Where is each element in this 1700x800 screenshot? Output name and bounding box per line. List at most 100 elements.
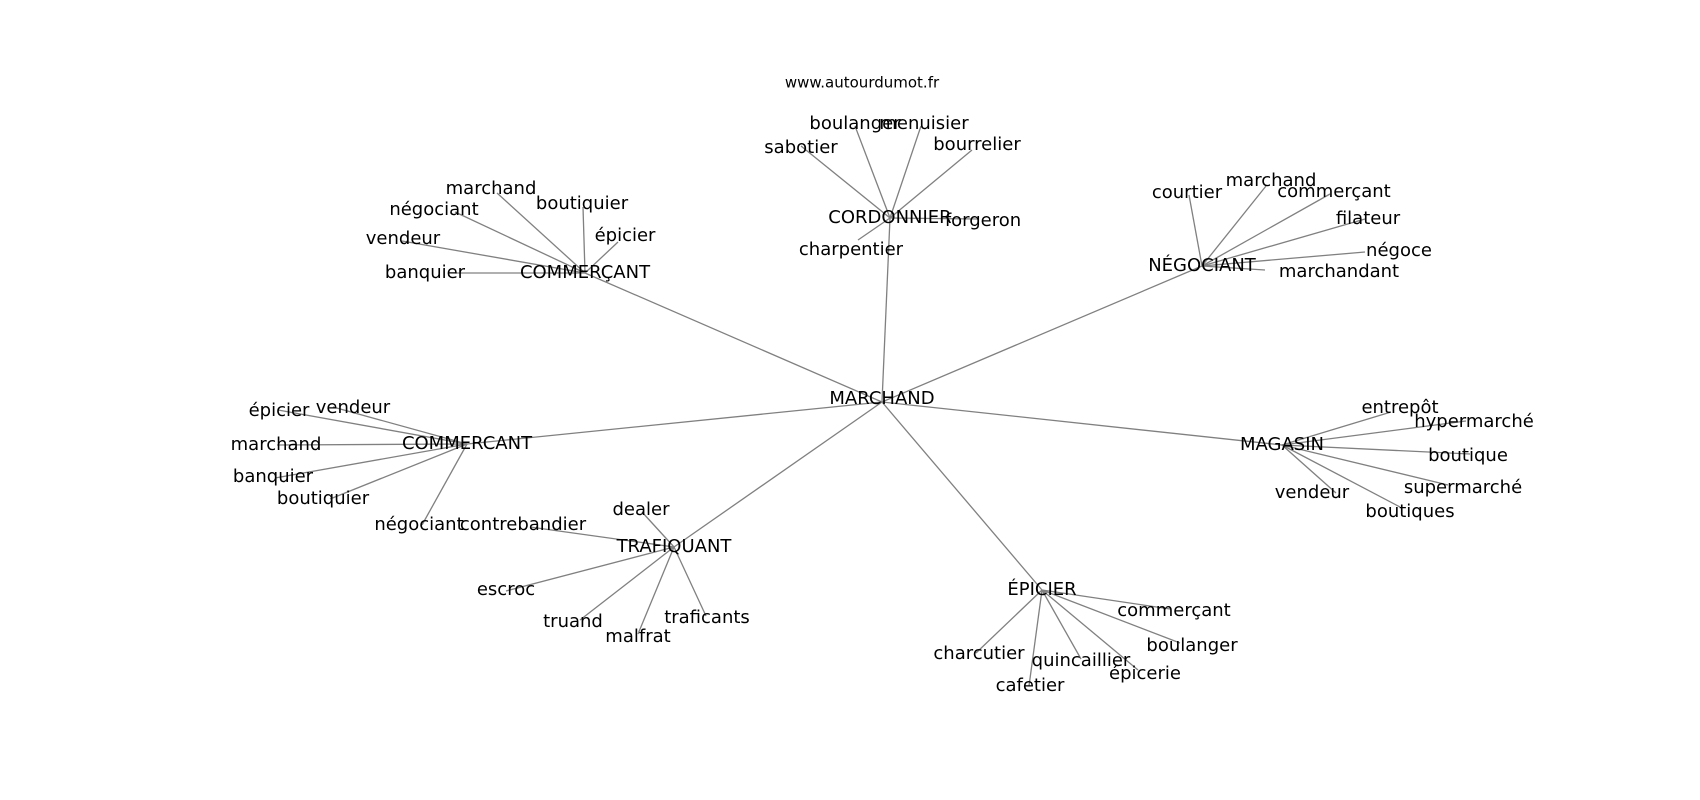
edge-cluster-to-leaf [401, 240, 586, 274]
edge-cluster-to-leaf [1201, 218, 1366, 267]
source-watermark: www.autourdumot.fr [785, 74, 940, 92]
edge-root-to-cluster [881, 217, 891, 403]
cluster-node-label: COMMERÇANT [520, 262, 651, 283]
edge-cluster-to-leaf [579, 546, 675, 621]
edge-cluster-to-leaf [975, 589, 1043, 654]
leaf-node-label: boutiquier [277, 488, 370, 509]
leaf-node-label: épicier [249, 400, 310, 421]
edge-cluster-to-leaf [584, 241, 619, 274]
edge-root-to-cluster [881, 265, 1203, 403]
leaf-node-label: marchand [446, 178, 537, 199]
cluster-node-label: NÉGOCIANT [1148, 254, 1257, 276]
leaf-node-label: épicerie [1109, 663, 1181, 684]
leaf-node-label: boulanger [809, 113, 901, 134]
edge-cluster-to-leaf [277, 409, 468, 445]
edge-cluster-to-leaf [274, 443, 468, 479]
edge-cluster-to-leaf [1201, 251, 1366, 267]
leaf-node-label: hypermarché [1414, 411, 1534, 432]
edge-cluster-to-leaf [673, 546, 707, 617]
edge-cluster-to-leaf [1281, 444, 1337, 494]
cluster-node-label: MAGASIN [1240, 434, 1324, 455]
edge-cluster-to-leaf [889, 149, 973, 219]
leaf-node-label: commerçant [1277, 181, 1390, 202]
edge-cluster-to-leaf [637, 546, 675, 635]
cluster-node-label: COMMERCANT [402, 433, 533, 454]
leaf-node-label: charpentier [799, 239, 904, 260]
leaf-node-label: marchand [231, 434, 322, 455]
leaf-node-label: vendeur [366, 228, 441, 249]
leaf-node-label: cafetier [996, 675, 1065, 696]
leaf-node-label: charcutier [933, 643, 1025, 664]
leaf-node-label: négoce [1366, 240, 1432, 261]
edge-cluster-to-leaf [505, 546, 675, 592]
edge-root-to-cluster [584, 272, 883, 403]
edge-cluster-to-leaf [1041, 589, 1181, 644]
cluster-node-label: CORDONNIER [828, 207, 951, 228]
root-node-label: MARCHAND [829, 388, 934, 409]
leaf-node-label: filateur [1336, 208, 1401, 229]
leaf-node-label: vendeur [316, 397, 391, 418]
edge-root-to-cluster [466, 401, 883, 445]
leaf-node-label: banquier [233, 466, 314, 487]
edge-root-to-cluster [673, 401, 883, 548]
cluster-node-label: ÉPICIER [1007, 578, 1076, 600]
edge-cluster-to-leaf [800, 145, 891, 219]
edge-cluster-to-leaf [332, 406, 468, 445]
leaf-node-label: vendeur [1275, 482, 1350, 503]
edge-cluster-to-leaf [1281, 444, 1401, 508]
edge-cluster-to-leaf [854, 125, 891, 219]
edge-cluster-to-leaf [329, 443, 468, 500]
leaf-node-label: boutiques [1365, 501, 1454, 522]
graph-labels: www.autourdumot.fr CORDONNIERboulangerme… [231, 74, 1534, 697]
leaf-node-label: bourrelier [933, 134, 1021, 155]
edge-cluster-to-leaf [1281, 444, 1449, 486]
leaf-node-label: courtier [1152, 182, 1223, 203]
leaf-node-label: entrepôt [1361, 397, 1438, 418]
leaf-node-label: supermarché [1404, 477, 1522, 498]
graph-edges [274, 125, 1471, 687]
leaf-node-label: négociant [374, 514, 463, 535]
leaf-node-label: marchandant [1279, 261, 1399, 282]
edge-cluster-to-leaf [529, 526, 675, 548]
edge-cluster-to-leaf [421, 443, 468, 526]
edge-cluster-to-leaf [641, 511, 675, 548]
edge-cluster-to-leaf [1188, 194, 1203, 267]
edge-cluster-to-leaf [1281, 420, 1467, 446]
edge-cluster-to-leaf [1201, 185, 1267, 267]
edge-cluster-to-leaf [889, 217, 979, 220]
leaf-node-label: boutiquier [536, 193, 629, 214]
edge-cluster-to-leaf [1281, 444, 1471, 455]
leaf-node-label: menuisier [879, 113, 969, 134]
edge-cluster-to-leaf [889, 125, 922, 219]
leaf-node-label: sabotier [764, 137, 838, 158]
leaf-node-label: banquier [385, 262, 466, 283]
leaf-node-label: forgeron [945, 210, 1021, 231]
edge-cluster-to-leaf [1041, 589, 1082, 660]
edge-cluster-to-leaf [582, 206, 586, 274]
leaf-node-label: truand [543, 611, 603, 632]
edge-root-to-cluster [881, 401, 1043, 591]
leaf-node-label: commerçant [1117, 600, 1230, 621]
edge-cluster-to-leaf [1041, 589, 1171, 610]
edge-cluster-to-leaf [1201, 193, 1331, 267]
leaf-node-label: épicier [595, 225, 656, 246]
edge-cluster-to-leaf [1281, 411, 1392, 446]
edge-cluster-to-leaf [1201, 265, 1266, 271]
leaf-node-label: marchand [1226, 170, 1317, 191]
leaf-node-label: dealer [612, 499, 670, 520]
edge-cluster-to-leaf [857, 217, 891, 241]
edge-cluster-to-leaf [1028, 589, 1043, 687]
leaf-node-label: négociant [389, 199, 478, 220]
cluster-node-label: TRAFIQUANT [616, 536, 733, 557]
edge-cluster-to-leaf [276, 443, 468, 446]
leaf-node-label: escroc [477, 579, 535, 600]
edge-root-to-cluster [881, 401, 1283, 446]
leaf-node-label: boulanger [1146, 635, 1238, 656]
edge-cluster-to-leaf [454, 211, 586, 274]
leaf-node-label: boutique [1428, 445, 1508, 466]
edge-cluster-to-leaf [1041, 589, 1139, 671]
leaf-node-label: contrebandier [460, 514, 587, 535]
leaf-node-label: quincaillier [1032, 650, 1131, 671]
edge-cluster-to-leaf [496, 192, 586, 274]
